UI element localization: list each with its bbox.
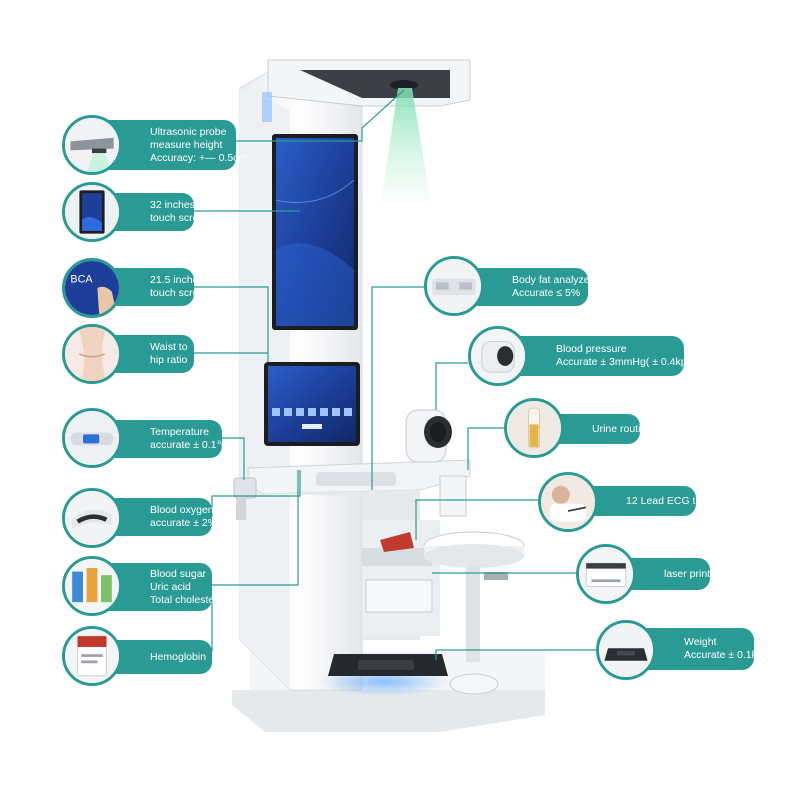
urine-test-image <box>504 398 564 458</box>
callout-ultrasonic-line1: Ultrasonic probe <box>150 125 227 138</box>
callout-bodyfat-line2: Accurate ≤ 5% <box>512 287 581 299</box>
leader-touch21 <box>194 286 269 362</box>
callout-urine-line1: Urine routine <box>592 422 653 435</box>
callout-waist-line1: Waist to <box>150 341 188 353</box>
callout-sugar-line2: Uric acid <box>150 580 191 593</box>
touch21-thumb-text: BCA <box>70 274 93 286</box>
stool <box>423 531 525 695</box>
ultrasonic-beam <box>380 88 432 210</box>
kiosk-base <box>232 690 545 732</box>
touch-screen-32-image <box>62 182 122 242</box>
body-fat-analyzer-image <box>424 256 484 316</box>
callout-bp: Blood pressure Accurate ± 3mmHg( ± 0.4kp… <box>502 336 696 376</box>
leader-urine <box>467 427 508 470</box>
laser-printer-image <box>576 544 636 604</box>
callout-oxygen-line2: accurate ± 2% <box>150 517 218 529</box>
oximeter-image <box>62 488 122 548</box>
printer-drawer <box>365 579 433 613</box>
callout-sugar-line1: Blood sugar <box>150 567 207 580</box>
callout-sugar-line3: Total cholesterol <box>150 593 226 606</box>
leader-temperature <box>222 437 245 480</box>
leader-sugar <box>212 470 299 586</box>
callout-hemoglobin-line1: Hemoglobin <box>150 650 207 663</box>
callout-weight-line1: Weight <box>684 636 717 648</box>
callout-temperature-line2: accurate ± 0.1℃ <box>150 439 229 451</box>
callout-oxygen-line1: Blood oxygen <box>150 504 214 516</box>
waist-image <box>62 324 122 384</box>
leader-ecg <box>415 499 540 540</box>
ultrasonic-probe-image <box>62 115 122 175</box>
callout-printer-line1: laser printer <box>664 567 720 580</box>
weight-scale-image <box>596 620 656 680</box>
callout-touch21-line1: 21.5 inches <box>150 274 204 286</box>
touch-screen-21-image: BCA <box>62 258 122 318</box>
callout-ultrasonic-line2: measure height <box>150 138 223 151</box>
callout-bp-line1: Blood pressure <box>556 343 627 355</box>
hemoglobin-kit-image <box>62 626 122 686</box>
callout-ultrasonic-line3: Accuracy: +— 0.5cm <box>150 151 248 164</box>
callout-bp-line2: Accurate ± 3mmHg( ± 0.4kpa) <box>556 356 696 368</box>
callout-touch32-line1: 32 inches <box>150 199 195 211</box>
callout-ultrasonic: Ultrasonic probe measure height Accuracy… <box>94 120 248 170</box>
leader-bp <box>435 362 468 410</box>
ecg-test-image <box>538 472 598 532</box>
callout-waist-line2: hip ratio <box>150 354 188 366</box>
callout-weight-line2: Accurate ± 0.1kg <box>684 649 763 661</box>
blood-sugar-test-image <box>62 556 122 616</box>
leader-oxygen <box>211 470 301 517</box>
thermometer-image <box>62 408 122 468</box>
callout-touch32-line2: touch screen <box>150 212 211 224</box>
leader-ultrasonic <box>236 89 405 142</box>
callout-ecg-line1: 12 Lead ECG test <box>626 494 710 507</box>
callout-temperature-line1: Temperature <box>150 426 209 438</box>
callout-touch21-line2: touch screen <box>150 287 211 299</box>
callout-bodyfat-line1: Body fat analyzer <box>512 274 594 286</box>
leader-weight <box>435 649 596 660</box>
leader-bodyfat <box>371 286 424 490</box>
blood-pressure-image <box>468 326 528 386</box>
blood-pressure-cuff <box>405 409 452 463</box>
